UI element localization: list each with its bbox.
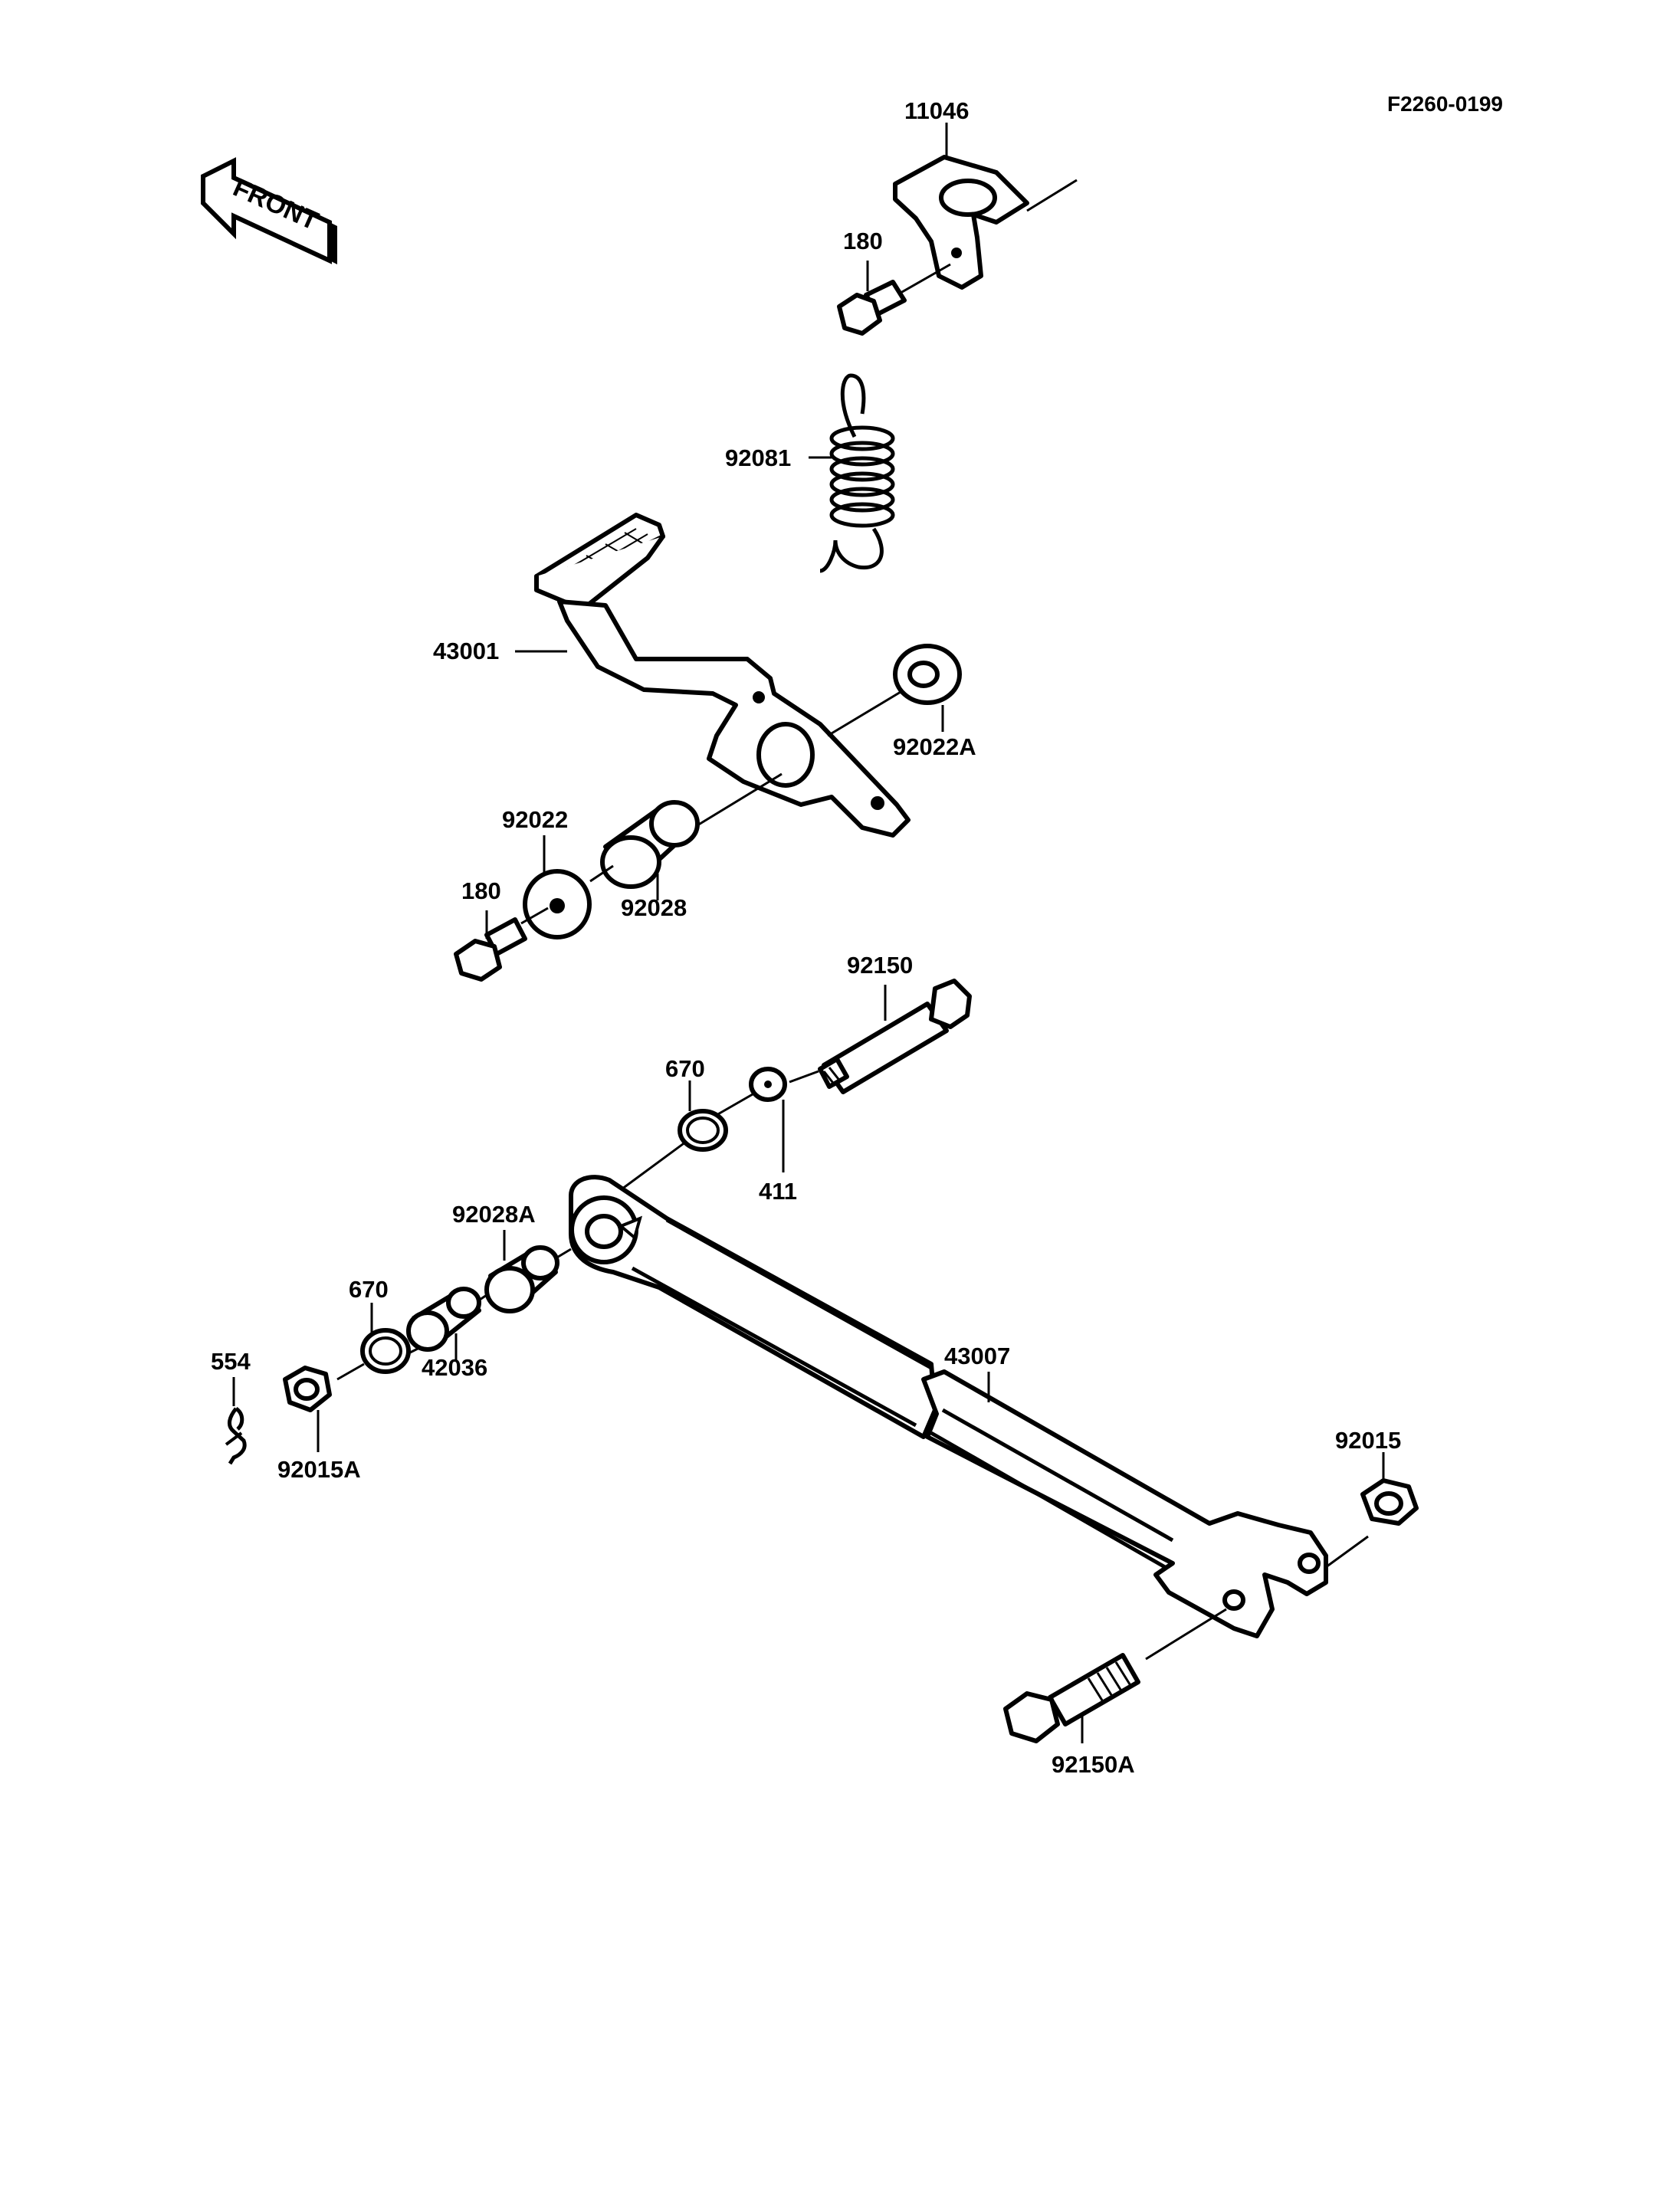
collar-92028A [484, 1245, 572, 1313]
label-92150A: 92150A [1052, 1751, 1135, 1778]
label-180-top: 180 [843, 228, 883, 254]
brake-rod-43007 [569, 1140, 1328, 1638]
label-92028: 92028 [621, 894, 687, 921]
washer-92022A [827, 644, 962, 737]
collar-92028 [600, 800, 700, 889]
nut-92015A [283, 1362, 365, 1412]
front-arrow-icon: FRONT [201, 157, 337, 264]
label-43001: 43001 [433, 638, 499, 664]
washer-92022 [523, 864, 614, 939]
ring-670-upper [678, 1109, 728, 1152]
bolt-92150A [1003, 1608, 1227, 1743]
label-411: 411 [759, 1178, 797, 1205]
label-92015A: 92015A [277, 1456, 361, 1483]
label-554: 554 [211, 1348, 251, 1375]
label-670-upper: 670 [665, 1055, 705, 1082]
label-670-lower: 670 [349, 1276, 389, 1303]
ring-670-lower [360, 1328, 418, 1374]
washer-411 [716, 1067, 787, 1117]
spring-92081 [819, 373, 895, 573]
bolt-180-top [837, 263, 951, 336]
label-92022: 92022 [502, 806, 568, 833]
pin-92150 [789, 979, 972, 1094]
bolt-180-mid [454, 907, 549, 982]
label-92028A: 92028A [452, 1201, 536, 1228]
label-11046: 11046 [904, 97, 970, 124]
label-92022A: 92022A [893, 733, 976, 760]
collar-42036 [406, 1287, 487, 1352]
label-92015: 92015 [1335, 1427, 1401, 1454]
cotter-pin-554 [225, 1406, 247, 1465]
bracket-11046 [893, 155, 1078, 290]
diagram-code: F2260-0199 [1387, 92, 1503, 116]
brake-pedal-43001 [534, 513, 911, 838]
label-43007: 43007 [944, 1343, 1010, 1369]
nut-92015 [1325, 1478, 1419, 1569]
label-92081: 92081 [725, 444, 791, 471]
label-92150: 92150 [847, 952, 913, 979]
label-42036: 42036 [422, 1354, 487, 1381]
label-180-mid: 180 [461, 877, 501, 904]
